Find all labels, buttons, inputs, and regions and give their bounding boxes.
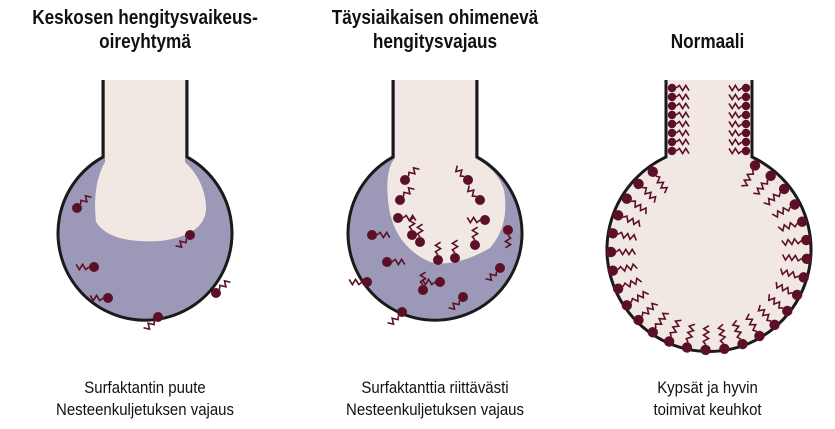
alveolus-diagram-ttn	[290, 0, 580, 429]
air-space	[387, 80, 505, 263]
alveolus-diagram-rds	[0, 0, 290, 429]
panel-term-transient: Täysiaikaisen ohimenevä hengitysvajaus S…	[290, 0, 580, 429]
panel-premature-rds: Keskosen hengitysvaikeus- oireyhtymä Sur…	[0, 0, 290, 429]
panel-caption: Kypsät ja hyvin toimivat keuhkot	[595, 377, 819, 421]
alveolus-outline	[607, 80, 811, 351]
panel-caption: Surfaktantin puute Nesteenkuljetuksen va…	[17, 377, 272, 421]
alveolus-diagram-normal	[580, 0, 835, 429]
panel-caption: Surfaktanttia riittävästi Nesteenkuljetu…	[307, 377, 562, 421]
panel-normal: Normaali Kypsät ja hyvin toimivat keuhko…	[580, 0, 835, 429]
